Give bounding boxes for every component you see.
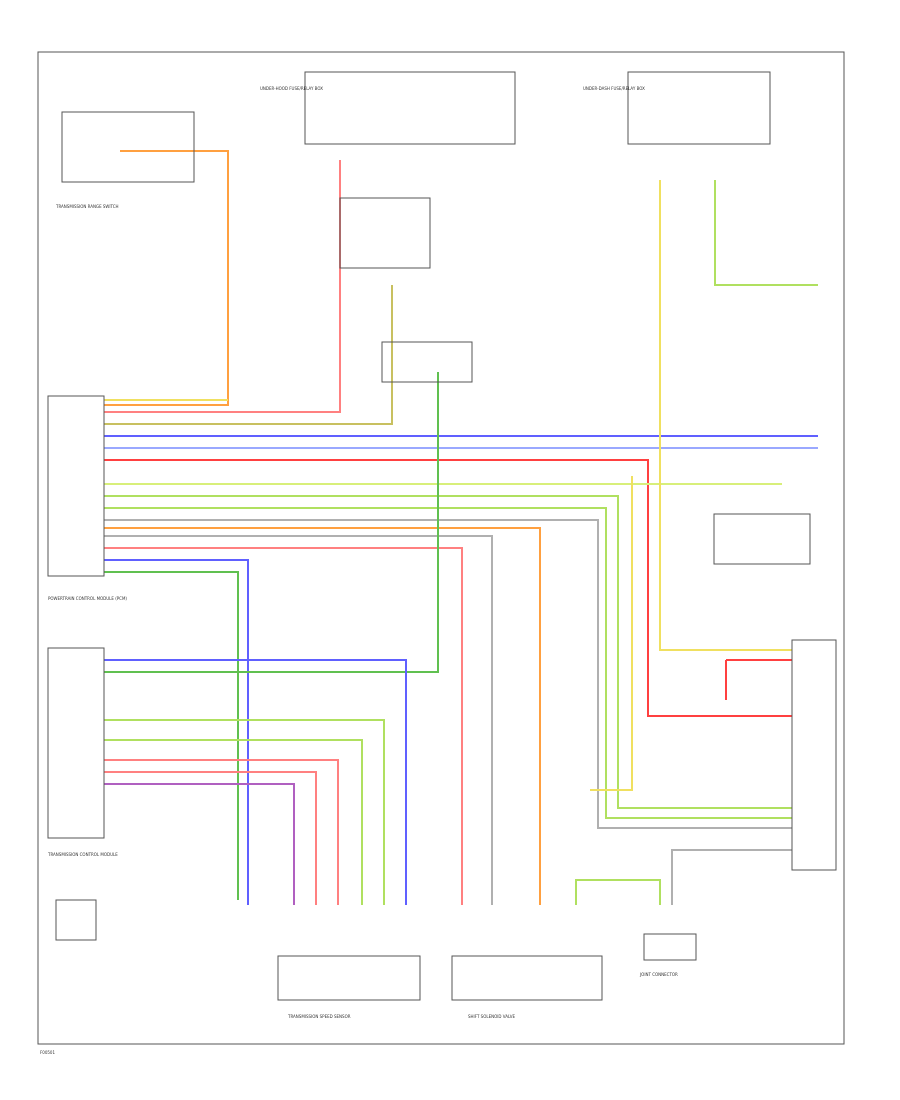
label-pcm: POWERTRAIN CONTROL MODULE (PCM) (48, 596, 127, 601)
wire-red-long (104, 459, 792, 717)
wire-red-right (725, 659, 792, 700)
label-footer-code: F00501 (40, 1050, 55, 1055)
connector-box-right (791, 639, 837, 871)
diagram-border (37, 51, 845, 1045)
component-group (47, 71, 837, 1001)
wire-pink-main (104, 160, 341, 413)
wire-red-2 (104, 759, 339, 905)
wire-group (104, 150, 818, 905)
wire-olive (104, 285, 393, 425)
wire-green-4 (104, 372, 439, 673)
relay-box (339, 197, 431, 269)
label-bottom-left-component: TRANSMISSION SPEED SENSOR (287, 1014, 351, 1019)
range-switch-box (61, 111, 195, 183)
bottom-left-component-box (277, 955, 421, 1001)
wire-blue-4 (104, 659, 407, 905)
tcm-lower-box (47, 647, 105, 839)
wire-pink-3 (104, 771, 317, 905)
wire-orange-top (104, 150, 229, 406)
wire-green-bottom-right (575, 879, 661, 905)
label-bottom-center-component: SHIFT SOLENOID VALVE (468, 1014, 516, 1019)
wire-pink-2 (104, 547, 463, 905)
label-tcm-lower: TRANSMISSION CONTROL MODULE (47, 852, 118, 857)
wire-yellow-vertical (659, 180, 792, 651)
switch-box-right (713, 513, 811, 565)
label-range-switch: TRANSMISSION RANGE SWITCH (55, 204, 119, 209)
bottom-right-component-box (643, 933, 697, 961)
label-fuse-box-right: UNDER-DASH FUSE/RELAY BOX (583, 86, 645, 91)
wire-gray-1 (104, 519, 792, 829)
tcm-sensor-box (381, 341, 473, 383)
wire-green-6 (104, 739, 363, 905)
pcm-box (47, 395, 105, 577)
wire-purple (104, 783, 295, 905)
fuse-box-top-left (304, 71, 516, 145)
wire-yellow-right-lower (590, 476, 633, 791)
wire-gray-bottom-right (671, 849, 792, 905)
lower-left-junction-box (55, 899, 97, 941)
bottom-center-component-box (451, 955, 603, 1001)
labels-group: UNDER-HOOD FUSE/RELAY BOX UNDER-DASH FUS… (40, 86, 678, 1055)
label-fuse-box-left: UNDER-HOOD FUSE/RELAY BOX (260, 86, 323, 91)
wire-green-3 (104, 571, 239, 900)
wire-blue-3 (104, 559, 249, 905)
wire-orange-2 (104, 527, 541, 905)
wire-green-5 (104, 719, 385, 905)
wire-green-1 (104, 495, 792, 809)
wire-green-2 (104, 507, 792, 819)
fuse-box-top-right (627, 71, 771, 145)
wire-green-right (714, 180, 818, 286)
label-bottom-right-component: JOINT CONNECTOR (639, 972, 678, 977)
wire-gray-2 (104, 535, 493, 905)
